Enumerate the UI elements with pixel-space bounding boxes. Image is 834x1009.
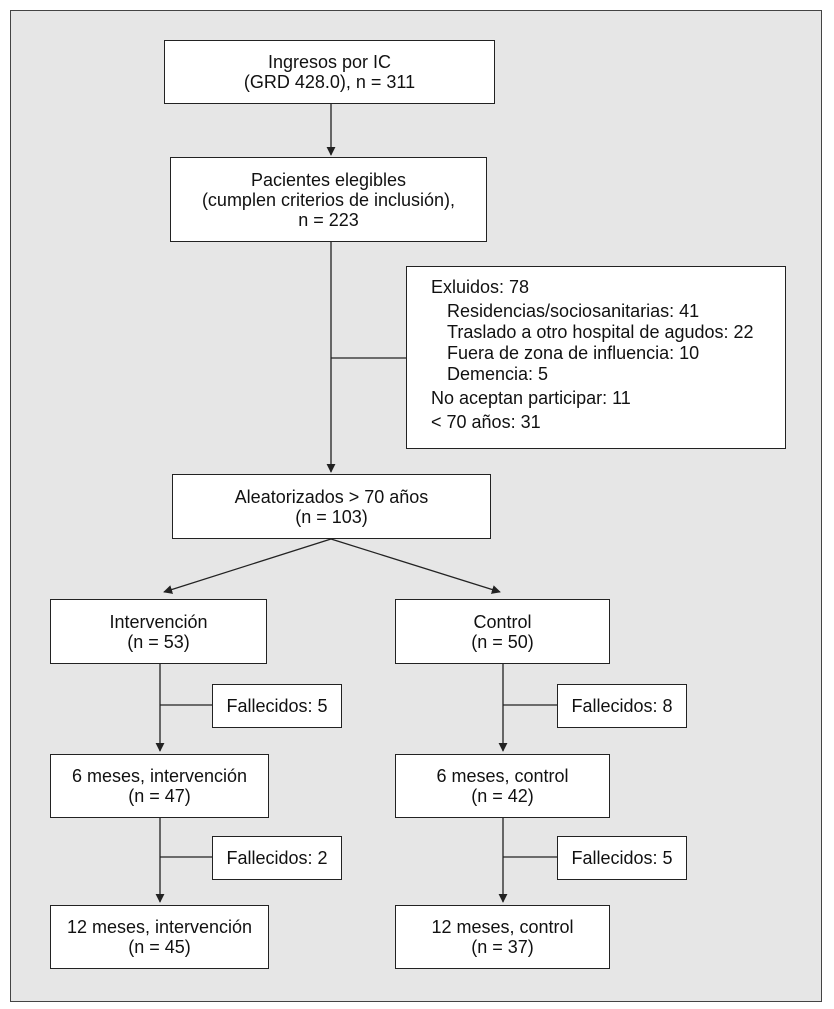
excluidos-box: Exluidos: 78 Residencias/sociosanitarias…	[406, 266, 786, 449]
intervencion-line1: Intervención	[109, 611, 208, 632]
excluidos-demencia: Demencia: 5	[447, 364, 549, 384]
intervencion-6m-line2: (n = 47)	[128, 786, 191, 806]
intervencion-deaths-12-box: Fallecidos: 2	[212, 836, 342, 880]
intervencion-box: Intervención (n = 53)	[50, 599, 267, 664]
excluidos-title: Exluidos: 78	[431, 277, 530, 297]
control-deaths-6-box: Fallecidos: 8	[557, 684, 687, 728]
aleatorizados-line2: (n = 103)	[295, 506, 368, 527]
excluidos-menores-70: < 70 años: 31	[431, 412, 541, 432]
intervencion-12m-line1: 12 meses, intervención	[66, 917, 253, 937]
intervencion-line2: (n = 53)	[127, 631, 190, 652]
arrow-to-control	[330, 538, 501, 594]
control-12m-line1: 12 meses, control	[431, 917, 574, 937]
intervencion-6m-box: 6 meses, intervención (n = 47)	[50, 754, 269, 818]
elegibles-line3: n = 223	[298, 209, 359, 230]
control-deaths-6-label: Fallecidos: 8	[571, 696, 673, 716]
intervencion-deaths-6-label: Fallecidos: 5	[226, 696, 328, 716]
excluidos-fuera-zona: Fuera de zona de influencia: 10	[447, 343, 700, 363]
intervencion-12m-box: 12 meses, intervención (n = 45)	[50, 905, 269, 969]
intervencion-deaths-12-label: Fallecidos: 2	[226, 848, 328, 868]
control-6m-box: 6 meses, control (n = 42)	[395, 754, 610, 818]
ingresos-line1: Ingresos por IC	[267, 52, 392, 72]
aleatorizados-line1: Aleatorizados > 70 años	[234, 486, 429, 507]
control-line2: (n = 50)	[471, 631, 534, 652]
arrow-to-intervencion	[163, 538, 332, 594]
intervencion-deaths-6-box: Fallecidos: 5	[212, 684, 342, 728]
control-line1: Control	[473, 611, 532, 632]
excluidos-traslado: Traslado a otro hospital de agudos: 22	[447, 322, 754, 342]
excluidos-no-aceptan: No aceptan participar: 11	[431, 388, 631, 408]
ingresos-box: Ingresos por IC (GRD 428.0), n = 311	[164, 40, 495, 104]
control-12m-box: 12 meses, control (n = 37)	[395, 905, 610, 969]
intervencion-12m-line2: (n = 45)	[128, 937, 191, 957]
control-box: Control (n = 50)	[395, 599, 610, 664]
control-12m-line2: (n = 37)	[471, 937, 534, 957]
control-6m-line2: (n = 42)	[471, 786, 534, 806]
intervencion-6m-line1: 6 meses, intervención	[71, 766, 248, 786]
elegibles-line1: Pacientes elegibles	[250, 169, 407, 190]
ingresos-line2: (GRD 428.0), n = 311	[243, 72, 416, 92]
elegibles-line2: (cumplen criterios de inclusión),	[201, 189, 456, 210]
control-deaths-12-label: Fallecidos: 5	[571, 848, 673, 868]
aleatorizados-box: Aleatorizados > 70 años (n = 103)	[172, 474, 491, 539]
control-deaths-12-box: Fallecidos: 5	[557, 836, 687, 880]
control-6m-line1: 6 meses, control	[436, 766, 569, 786]
excluidos-residencias: Residencias/sociosanitarias: 41	[447, 301, 700, 321]
elegibles-box: Pacientes elegibles (cumplen criterios d…	[170, 157, 487, 242]
